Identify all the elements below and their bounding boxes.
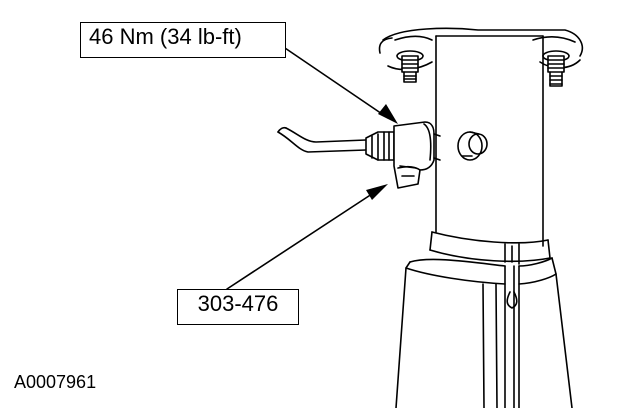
strut-tube [435, 35, 544, 247]
connector-body [365, 131, 395, 161]
torque-arrowhead [378, 104, 398, 124]
tube-bolt [457, 131, 488, 161]
strut-clamp [429, 231, 551, 265]
right-stud-nut [542, 50, 570, 87]
torque-callout: 46 Nm (34 lb-ft) [80, 22, 286, 58]
sensor-cable [277, 126, 367, 153]
tool-arrowhead [366, 184, 388, 200]
lower-housing [395, 257, 573, 408]
tool-number-callout: 303-476 [177, 289, 299, 325]
special-tool [393, 121, 441, 189]
figure-id: A0007961 [14, 372, 97, 392]
left-stud-nut [396, 50, 424, 83]
leader-lines [226, 45, 389, 290]
